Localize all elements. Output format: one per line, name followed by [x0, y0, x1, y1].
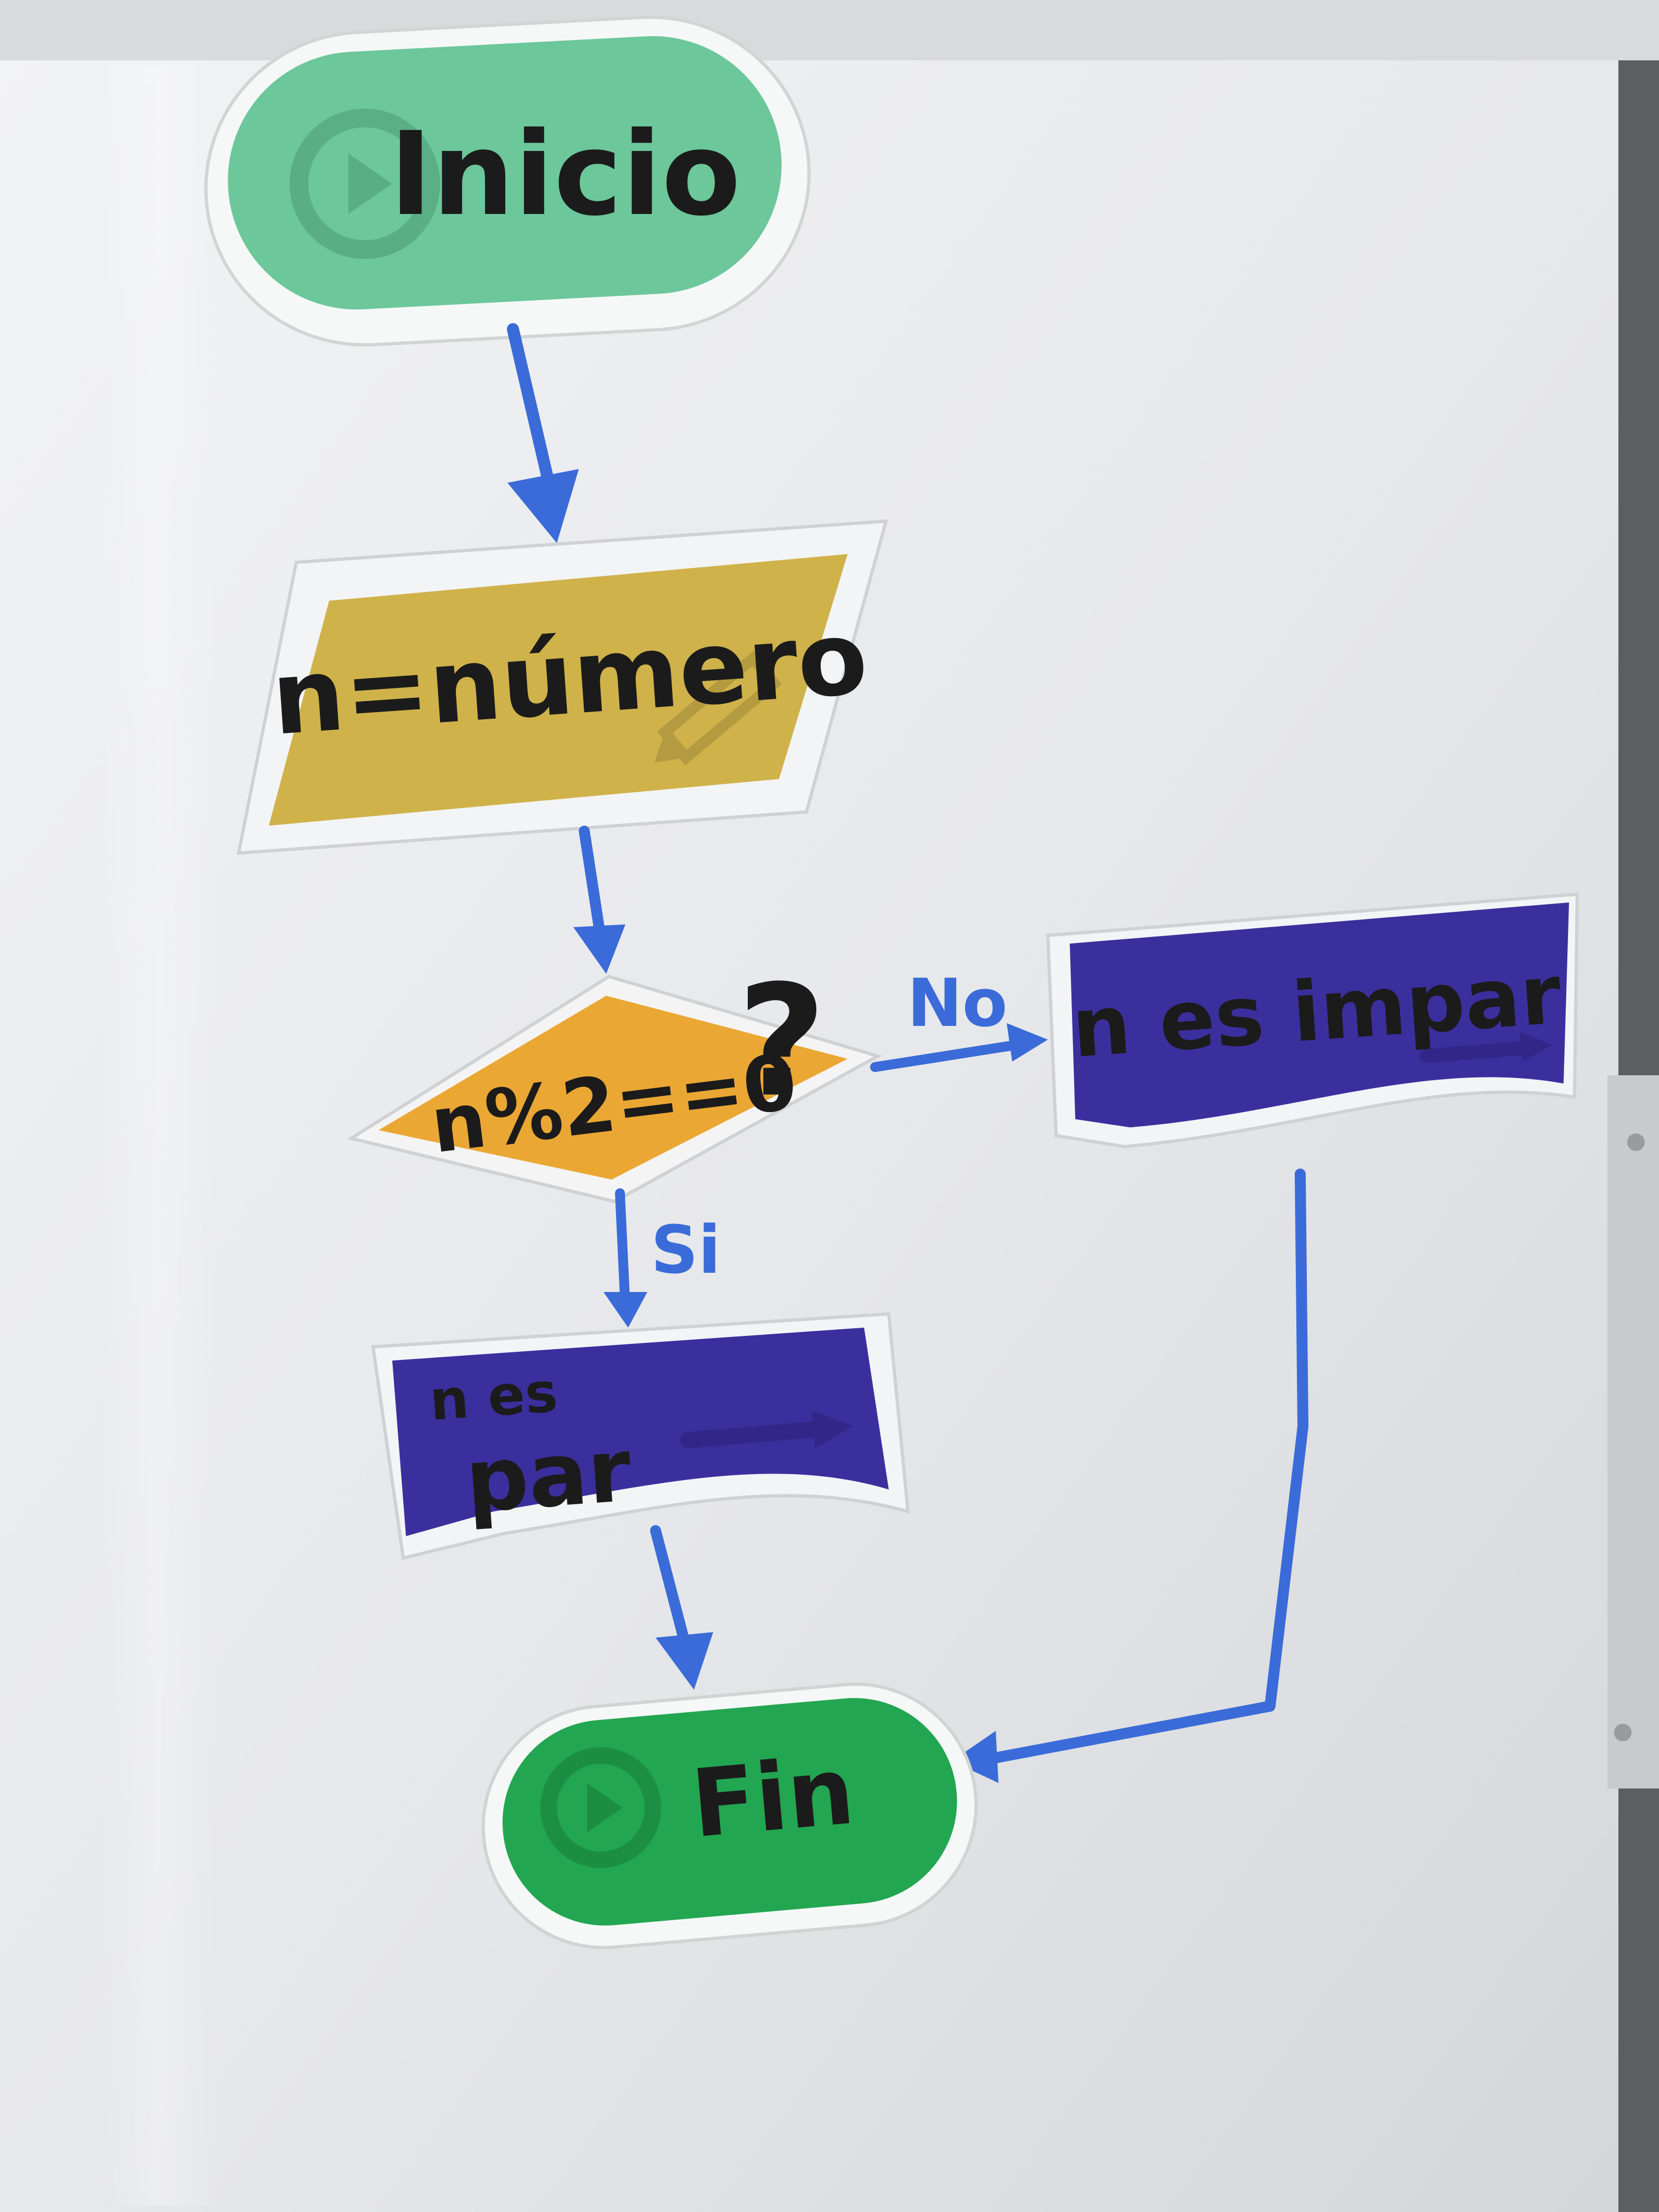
frame-screw-top: [1627, 1133, 1645, 1151]
arrow-even-to-end: [650, 1525, 713, 1690]
node-even: n es par: [371, 1312, 910, 1560]
even-label-line2: par: [462, 1419, 634, 1533]
board-glare: [99, 66, 219, 2205]
node-start: Inicio: [204, 15, 811, 347]
arrow-odd-to-end: [952, 1169, 1308, 1783]
decision-diamond-shape: [379, 996, 848, 1180]
input-parallelogram-shape: [269, 554, 848, 826]
odd-document-shape: [1070, 902, 1569, 1127]
start-label: Inicio: [390, 107, 741, 241]
edge-label-no: No: [907, 966, 1008, 1042]
node-input: n=número: [236, 519, 889, 855]
arrow-input-to-decision: [573, 826, 625, 974]
end-terminator-shape: [503, 1698, 957, 1926]
node-odd: n es impar: [1046, 892, 1579, 1149]
arrow-start-to-input: [507, 323, 579, 543]
pencil-icon: [654, 650, 782, 765]
board-top-frame: [0, 0, 1659, 60]
start-terminator-shape: [228, 36, 782, 310]
end-label: Fin: [687, 1737, 859, 1859]
even-label-line1: n es: [427, 1360, 560, 1433]
arrow-right-icon: [680, 1410, 853, 1448]
decision-question-mark: ?: [737, 952, 826, 1131]
play-circle-icon: [540, 1747, 661, 1868]
frame-screw-bottom: [1614, 1724, 1632, 1741]
board-right-frame: [1607, 1075, 1659, 1788]
node-end: Fin: [481, 1682, 978, 1950]
arrow-decision-to-even: Si: [603, 1188, 721, 1328]
edge-label-si: Si: [651, 1212, 721, 1289]
arrow-decision-to-odd: No: [870, 966, 1048, 1072]
play-circle-icon: [290, 109, 440, 259]
even-document-shape: [392, 1328, 889, 1536]
arrow-right-icon: [1419, 1031, 1553, 1063]
